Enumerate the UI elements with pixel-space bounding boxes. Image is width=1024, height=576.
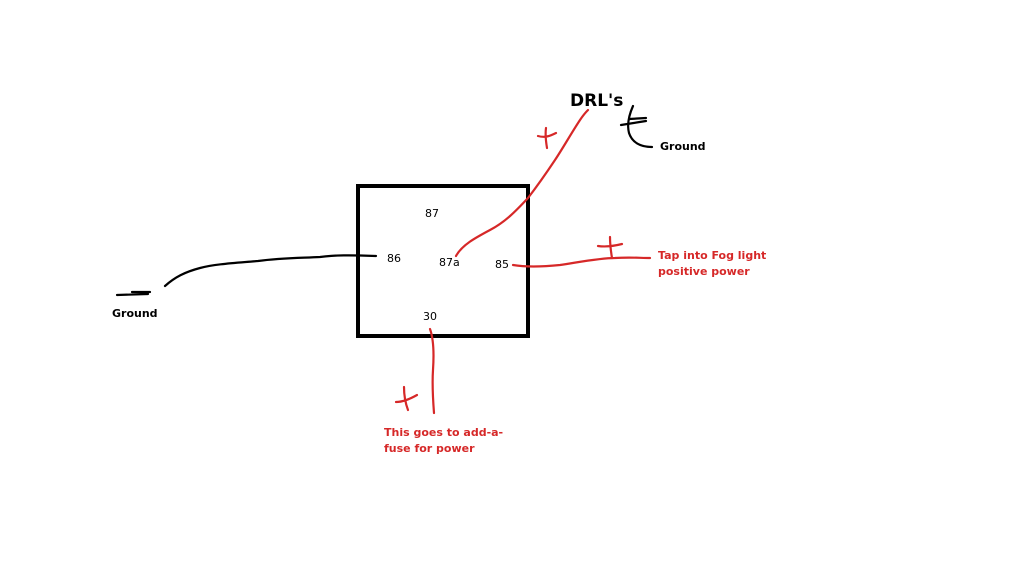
ground-left-label: Ground	[112, 307, 158, 320]
drl-wire-cross-mark	[536, 126, 558, 150]
ground-symbol-left	[115, 290, 152, 297]
fog-light-label-line1: Tap into Fog light	[658, 249, 766, 262]
fuse-label-line1: This goes to add-a-	[384, 426, 503, 439]
fuse-wire-cross-mark	[394, 385, 419, 412]
ground-symbol-right	[619, 116, 648, 127]
pin-85-label: 85	[495, 258, 509, 271]
fog-light-label-line2: positive power	[658, 265, 750, 278]
pin-87-label: 87	[425, 207, 439, 220]
pin-30-label: 30	[423, 310, 437, 323]
fog-light-wire	[511, 256, 652, 268]
ground-wire-left	[163, 254, 378, 288]
pin-87a-label: 87a	[439, 256, 460, 269]
fuse-wire	[428, 327, 436, 415]
ground-wire-right	[627, 104, 654, 149]
fog-wire-cross-mark	[596, 235, 624, 260]
drl-label: DRL's	[570, 91, 623, 111]
drl-wire	[454, 108, 590, 258]
pin-86-label: 86	[387, 252, 401, 265]
fuse-label-line2: fuse for power	[384, 442, 475, 455]
relay-box	[356, 184, 530, 338]
ground-right-label: Ground	[660, 140, 706, 153]
